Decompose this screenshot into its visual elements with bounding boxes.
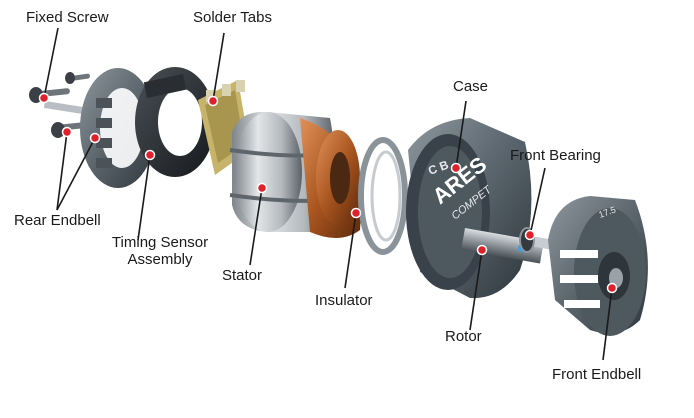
dot-timing-sensor <box>144 149 156 161</box>
dot-insulator <box>350 207 362 219</box>
dot-rotor <box>476 244 488 256</box>
label-fixed-screw: Fixed Screw <box>26 9 109 26</box>
dot-solder-tabs <box>207 95 219 107</box>
label-timing-sensor-line2: Assembly <box>127 251 193 268</box>
label-solder-tabs: Solder Tabs <box>193 9 272 26</box>
dot-case <box>450 162 462 174</box>
callout-dots <box>38 92 618 294</box>
leader-lines <box>43 27 613 361</box>
dot-front-bearing <box>524 229 536 241</box>
label-timing-sensor: Timing Sensor Assembly <box>98 234 222 268</box>
label-front-bearing: Front Bearing <box>510 147 601 164</box>
label-front-endbell: Front Endbell <box>552 366 642 383</box>
label-insulator: Insulator <box>315 292 373 309</box>
dot-rear-endbell-b <box>89 132 101 144</box>
timing-sensor-part <box>135 67 215 177</box>
front-endbell-part: 17.5 <box>548 196 648 336</box>
label-rear-endbell: Rear Endbell <box>14 212 101 229</box>
label-timing-sensor-line1: Timing Sensor <box>111 234 209 251</box>
insulator-part <box>358 137 408 255</box>
dot-rear-endbell-a <box>61 126 73 138</box>
label-rotor: Rotor <box>445 328 482 345</box>
case-part: C B ARES COMPET <box>406 118 532 299</box>
label-case: Case <box>453 78 489 95</box>
stator-part <box>229 111 361 239</box>
label-stator: Stator <box>222 267 263 284</box>
dot-fixed-screw <box>38 92 50 104</box>
dot-stator <box>256 182 268 194</box>
dot-front-endbell <box>606 282 618 294</box>
case-letters: C B <box>426 157 451 177</box>
rear-endbell-part <box>80 68 156 188</box>
